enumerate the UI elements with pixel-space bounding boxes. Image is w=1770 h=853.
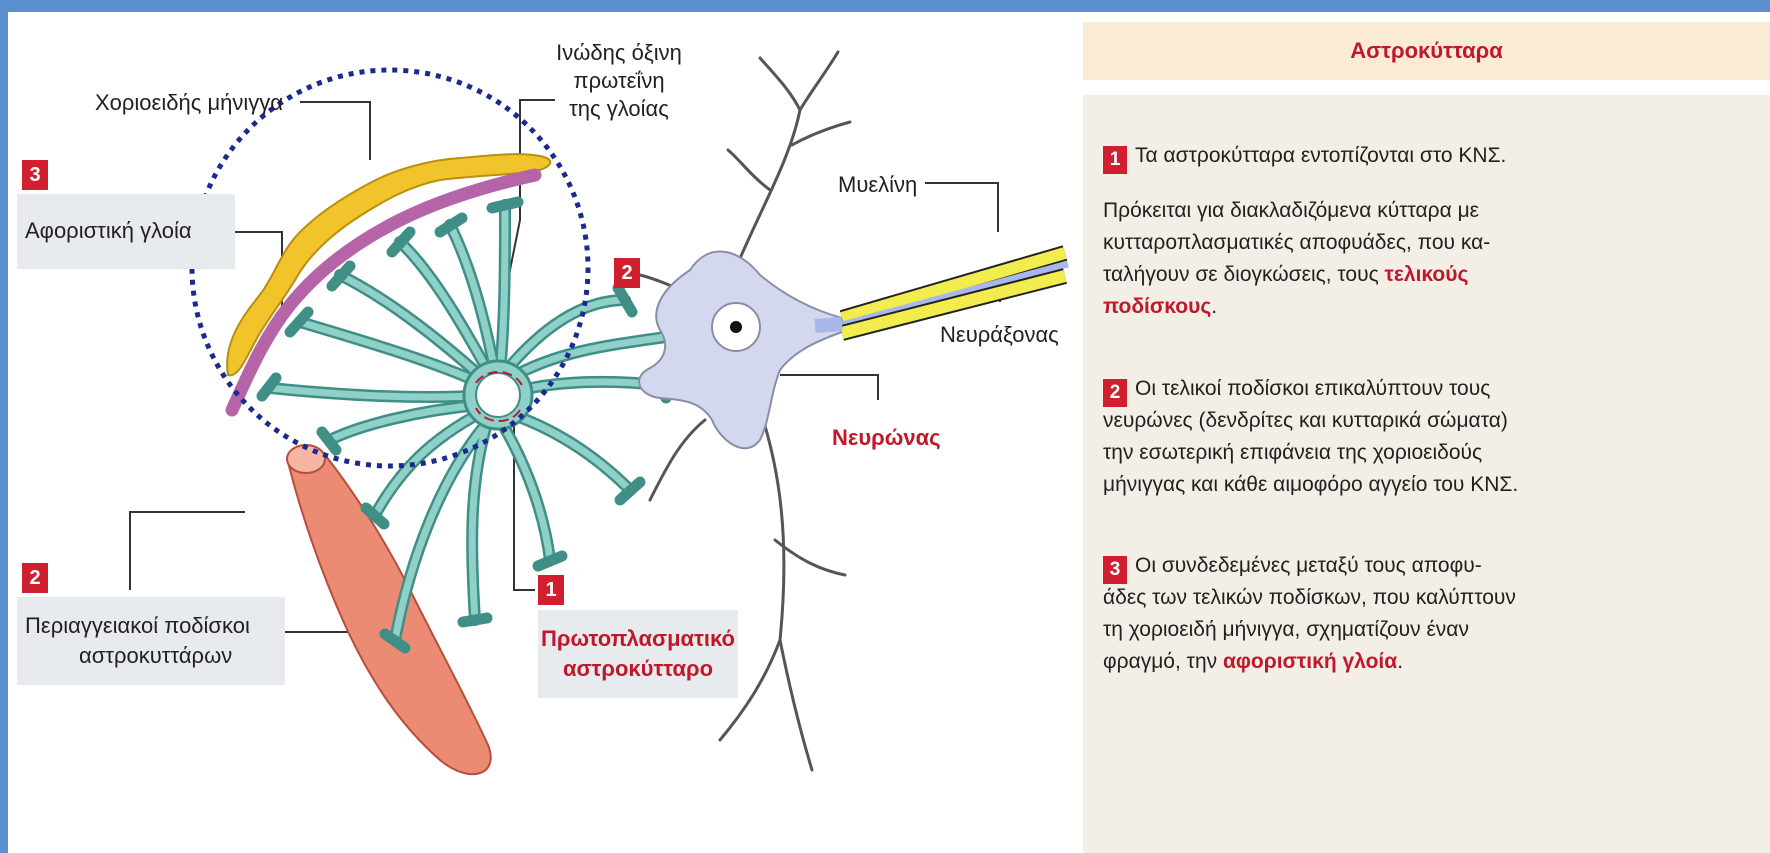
panel-point-3-line4: φραγμό, την αφοριστική γλοία. [1103, 646, 1763, 678]
panel-badge-2: 2 [1103, 379, 1127, 407]
highlight-dotted-circle [192, 70, 588, 466]
label-neuron: Νευρώνας [832, 425, 941, 451]
myelinated-axon [815, 253, 1068, 333]
panel-point-2-line2: νευρώνες (δενδρίτες και κυτταρικά σώματα… [1103, 405, 1763, 437]
badge-protoplasmic-astrocyte: 1 [538, 575, 564, 605]
label-box-protoplasmic: Πρωτοπλασματικό αστροκύτταρο [538, 610, 738, 698]
panel-point-2-line3: την εσωτερική επιφάνεια της χοριοειδούς [1103, 437, 1763, 469]
label-gfap-line1: Ινώδης όξινη [548, 40, 690, 66]
label-gfap-line3: της γλοίας [548, 96, 690, 122]
label-choroid-meninx: Χοριοειδής μήνιγγα [95, 90, 283, 116]
label-myelin: Μυελίνη [838, 172, 917, 198]
label-glia-limitans: Αφοριστική γλοία [25, 218, 192, 244]
label-protoplasmic-line1: Πρωτοπλασματικό [538, 626, 738, 652]
panel-para-2-line4: ποδίσκους. [1103, 291, 1763, 323]
label-protoplasmic-line2: αστροκύτταρο [538, 656, 738, 682]
panel-para-2-line1: Πρόκειται για διακλαδιζόμενα κύτταρα με [1103, 195, 1763, 227]
panel-title: Αστροκύτταρα [1083, 22, 1770, 80]
label-perivascular-line2: αστροκυττάρων [79, 643, 232, 669]
badge-neuron: 2 [614, 258, 640, 288]
label-perivascular-line1: Περιαγγειακοί ποδίσκοι [25, 613, 250, 639]
label-axon: Νευράξονας [940, 322, 1059, 348]
panel-point-3-line3: τη χοριοειδή μήνιγγα, σχηματίζουν έναν [1103, 614, 1763, 646]
panel-para-2-line3: ταλήγουν σε διογκώσεις, τους τελικούς [1103, 259, 1763, 291]
panel-point-3-line2: άδες των τελικών ποδίσκων, που καλύπτουν [1103, 582, 1763, 614]
panel-badge-1: 1 [1103, 146, 1127, 174]
panel-para-2-line2: κυτταροπλασματικές αποφυάδες, που κα- [1103, 227, 1763, 259]
label-gfap-line2: πρωτεΐνη [548, 68, 690, 94]
badge-glia-limitans: 3 [22, 160, 48, 190]
panel-badge-3: 3 [1103, 556, 1127, 584]
badge-perivascular: 2 [22, 563, 48, 593]
label-box-glia-limitans: Αφοριστική γλοία [17, 194, 235, 269]
label-box-perivascular: Περιαγγειακοί ποδίσκοι αστροκυττάρων [17, 597, 285, 685]
panel-point-2-line4: μήνιγγας και κάθε αιμοφόρο αγγείο του ΚΝ… [1103, 469, 1763, 501]
